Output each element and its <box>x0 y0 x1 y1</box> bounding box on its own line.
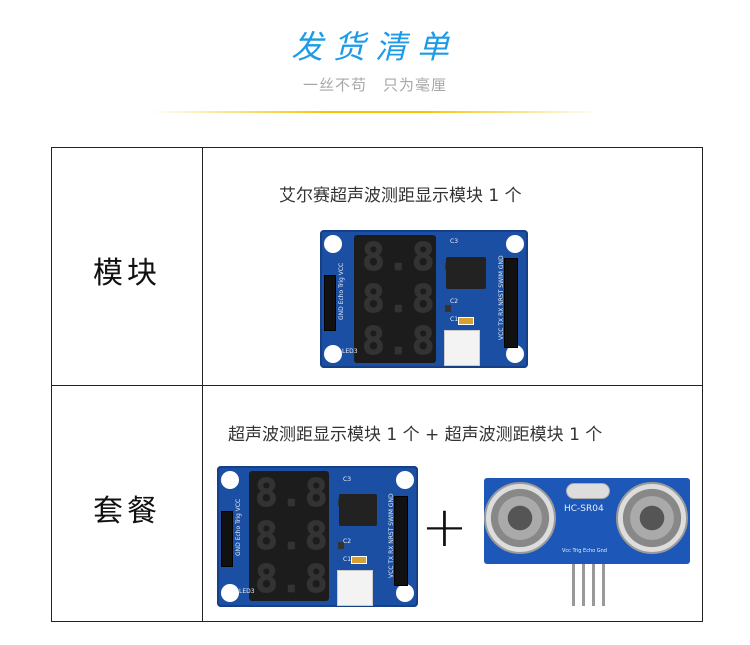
mount-hole <box>221 584 239 602</box>
column-divider <box>202 148 203 621</box>
plus-sign: + <box>421 495 468 560</box>
page-title: 发货清单 <box>290 28 459 66</box>
mount-hole <box>221 471 239 489</box>
connector <box>337 570 373 606</box>
row-divider <box>52 385 702 386</box>
capacitor <box>458 317 474 325</box>
packing-list-table: 模块 艾尔赛超声波测距显示模块 1 个 套餐 超声波测距显示模块 1 个 + 超… <box>51 147 703 622</box>
row-description-package: 超声波测距显示模块 1 个 + 超声波测距模块 1 个 <box>228 425 603 445</box>
ultrasonic-sensor-image: HC-SR04 Vcc Trig Echo Gnd <box>484 478 690 564</box>
mount-hole <box>324 235 342 253</box>
mcu-chip <box>339 494 377 526</box>
sensor-pin <box>582 564 585 606</box>
pin-header-left <box>221 511 233 567</box>
mount-hole <box>396 584 414 602</box>
seven-segment-display: 8.8. 8.8. 8.8. <box>249 471 353 601</box>
display-module-image: GND Echo Trig VCC 8.8. 8.8. 8.8. LED3 C3… <box>217 466 418 607</box>
pin-header-right <box>504 258 518 348</box>
row-label-package: 套餐 <box>93 494 161 529</box>
row-description-module: 艾尔赛超声波测距显示模块 1 个 <box>279 186 522 206</box>
divider-line <box>150 111 600 113</box>
pin-header-right <box>394 496 408 586</box>
sensor-model-label: HC-SR04 <box>564 504 604 514</box>
transducer <box>616 482 688 554</box>
mcu-chip <box>446 257 486 289</box>
led-label: LED3 <box>342 348 358 355</box>
mount-hole <box>506 235 524 253</box>
left-pin-labels: GND Echo Trig VCC <box>338 262 345 320</box>
pin-header-left <box>324 275 336 331</box>
mount-hole <box>506 345 524 363</box>
sensor-pin <box>572 564 575 606</box>
transducer <box>484 482 556 554</box>
capacitor <box>351 556 367 564</box>
crystal <box>566 483 610 499</box>
sensor-pin <box>602 564 605 606</box>
sensor-pin-labels: Vcc Trig Echo Gnd <box>562 548 607 554</box>
seven-segment-display: 8.8. 8.8. 8.8. <box>354 235 460 363</box>
sensor-pin <box>592 564 595 606</box>
mount-hole <box>324 345 342 363</box>
page-subtitle: 一丝不苟 只为毫厘 <box>302 76 447 94</box>
display-module-image: GND Echo Trig VCC 8.8. 8.8. 8.8. LED3 C3… <box>320 230 528 368</box>
mount-hole <box>396 471 414 489</box>
row-label-module: 模块 <box>93 256 161 291</box>
connector <box>444 330 480 366</box>
